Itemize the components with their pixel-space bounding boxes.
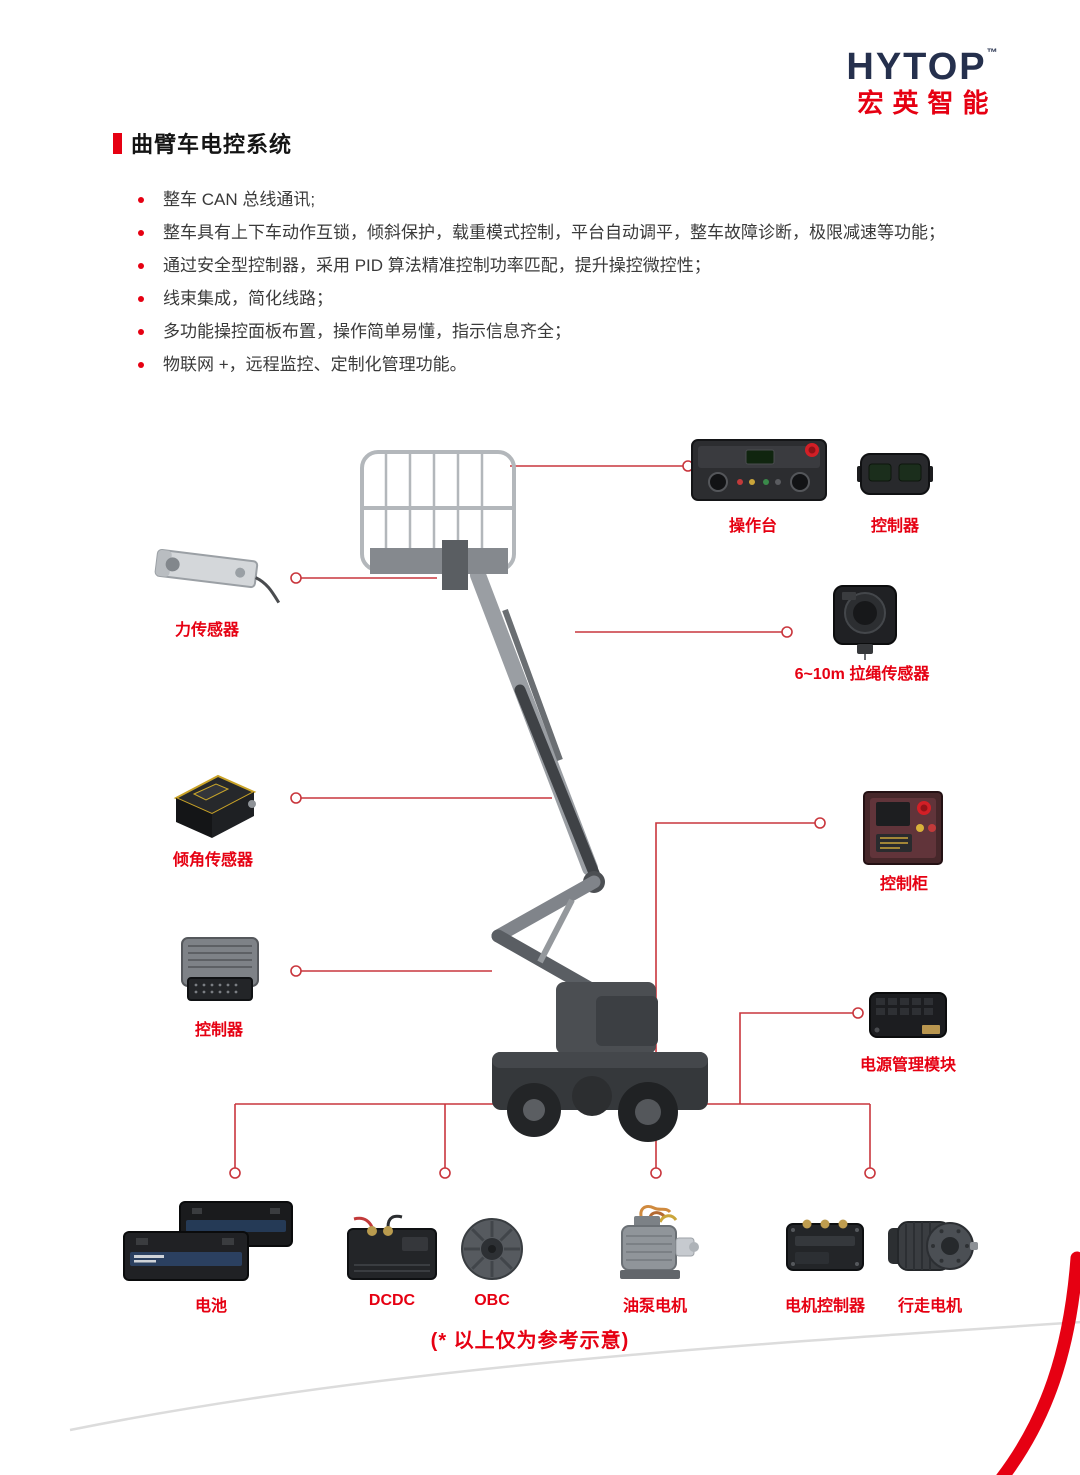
label-controller-left: 控制器 xyxy=(194,1022,244,1039)
travel-motor-image xyxy=(882,1204,978,1286)
feature-text: 整车具有上下车动作互锁，倾斜保护，载重模式控制，平台自动调平，整车故障诊断，极限… xyxy=(163,223,945,242)
label-travel-motor: 行走电机 xyxy=(897,1298,963,1315)
force-sensor-illustration xyxy=(154,548,281,604)
obc-illustration xyxy=(461,1218,523,1280)
power-module-illustration xyxy=(869,992,947,1038)
label-force-sensor: 力传感器 xyxy=(174,622,240,639)
label-controller-top: 控制器 xyxy=(870,518,920,535)
label-pump-motor: 油泵电机 xyxy=(622,1298,688,1315)
gray-decorative-curve xyxy=(69,1320,1080,1432)
brand-text: HYTOP xyxy=(846,46,987,88)
controller-left-illustration xyxy=(181,937,259,1001)
control-cabinet-illustration xyxy=(863,791,943,865)
console-image xyxy=(688,430,830,508)
feature-text: 线束集成，简化线路； xyxy=(163,289,333,308)
power-module-image xyxy=(864,981,952,1049)
bullet-dot xyxy=(138,263,144,269)
bullet-dot xyxy=(138,230,144,236)
controller-left-image xyxy=(174,926,266,1014)
boom-lift-illustration xyxy=(360,450,708,1142)
rope-sensor-illustration xyxy=(833,585,897,660)
feature-bullet: 整车具有上下车动作互锁，倾斜保护，载重模式控制，平台自动调平，整车故障诊断，极限… xyxy=(136,223,1016,243)
force-sensor-image xyxy=(150,536,290,608)
rope-sensor-image xyxy=(824,582,906,660)
label-obc: OBC xyxy=(474,1292,510,1309)
pump-motor-image xyxy=(608,1200,702,1290)
page-title: 曲臂车电控系统 xyxy=(131,132,293,157)
feature-text: 整车 CAN 总线通讯; xyxy=(163,190,316,209)
feature-bullet: 通过安全型控制器，采用 PID 算法精准控制功率匹配，提升操控微控性； xyxy=(136,256,1016,276)
console-illustration xyxy=(691,439,827,501)
label-tilt-sensor: 倾角传感器 xyxy=(172,852,254,869)
bullet-dot xyxy=(138,296,144,302)
label-motor-controller: 电机控制器 xyxy=(784,1298,866,1315)
controller-top-illustration xyxy=(857,453,933,495)
brand-subtitle: 宏英智能 xyxy=(857,88,998,118)
feature-bullet: 物联网 +，远程监控、定制化管理功能。 xyxy=(136,355,1016,375)
bullet-dot xyxy=(138,362,144,368)
label-console: 操作台 xyxy=(728,518,778,535)
label-control-cabinet: 控制柜 xyxy=(879,876,929,893)
label-battery: 电池 xyxy=(194,1298,228,1315)
bullet-dot xyxy=(138,329,144,335)
feature-text: 通过安全型控制器，采用 PID 算法精准控制功率匹配，提升操控微控性； xyxy=(163,256,711,275)
callout-lines xyxy=(234,465,871,1168)
title-accent-bar xyxy=(113,132,122,154)
controller-top-image xyxy=(855,440,935,506)
feature-bullet: 线束集成，简化线路； xyxy=(136,289,1016,309)
trademark-mark: ™ xyxy=(986,47,1000,59)
motor-controller-illustration xyxy=(786,1219,864,1271)
feature-text: 物联网 +，远程监控、定制化管理功能。 xyxy=(163,355,467,374)
dcdc-illustration xyxy=(347,1214,437,1280)
feature-text: 多功能操控面板布置，操作简单易懂，指示信息齐全； xyxy=(163,322,571,341)
label-rope-sensor: 6~10m 拉绳传感器 xyxy=(794,666,930,683)
tilt-sensor-illustration xyxy=(173,774,257,838)
feature-bullet: 整车 CAN 总线通讯; xyxy=(136,190,1016,210)
brand-name: HYTOP™ xyxy=(828,46,1018,88)
bullet-dot xyxy=(138,197,144,203)
battery-image xyxy=(122,1196,300,1284)
brand-logo: HYTOP™ 宏英智能 xyxy=(828,46,1018,118)
label-power-module: 电源管理模块 xyxy=(859,1057,957,1074)
red-swoosh xyxy=(996,1251,1080,1475)
feature-bullet: 多功能操控面板布置，操作简单易懂，指示信息齐全； xyxy=(136,322,1016,342)
dcdc-image xyxy=(342,1211,442,1285)
tilt-sensor-image xyxy=(164,764,262,850)
pump-motor-illustration xyxy=(620,1205,699,1279)
travel-motor-illustration xyxy=(888,1221,978,1271)
obc-image xyxy=(448,1211,536,1285)
section-title: 曲臂车电控系统 xyxy=(113,127,292,159)
callout-nodes xyxy=(229,460,876,1179)
label-dcdc: DCDC xyxy=(368,1292,416,1309)
motor-controller-image xyxy=(781,1210,869,1280)
control-cabinet-image xyxy=(858,788,948,870)
battery-illustration xyxy=(123,1201,293,1281)
footnote: (* 以上仅为参考示意) xyxy=(430,1330,630,1352)
feature-list: 整车 CAN 总线通讯; 整车具有上下车动作互锁，倾斜保护，载重模式控制，平台自… xyxy=(136,190,1016,388)
